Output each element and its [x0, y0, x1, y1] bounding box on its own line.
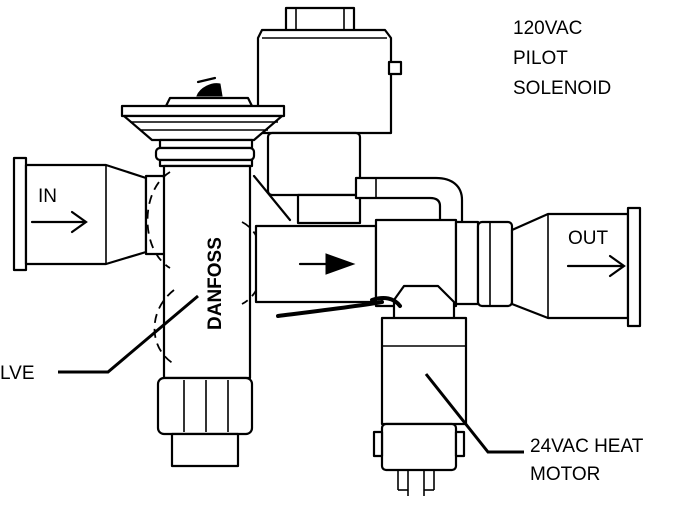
heat-motor — [372, 284, 468, 496]
heat-motor-label-line1: 24VAC HEAT — [530, 436, 644, 457]
heat-motor-leader-line — [424, 373, 524, 454]
inlet-arrow-icon — [30, 210, 88, 234]
thermostatic-head — [120, 76, 286, 168]
heat-motor-label-line2: MOTOR — [530, 464, 600, 485]
brand-label: DANFOSS — [205, 237, 226, 330]
outlet-arrow-icon — [566, 254, 626, 278]
pilot-valve-housing — [252, 131, 464, 228]
valve-leader-line — [58, 294, 199, 374]
pilot-label-line3: SOLENOID — [513, 78, 611, 99]
pilot-label-line1: 120VAC — [513, 18, 582, 39]
valve-label: LVE — [0, 363, 35, 384]
pilot-solenoid-coil — [256, 28, 403, 135]
outlet-label: OUT — [568, 228, 609, 249]
valve-bottom-nut — [156, 376, 254, 468]
flow-arrow-internal — [298, 253, 356, 275]
control-wires — [276, 296, 402, 318]
inlet-pipe — [12, 156, 168, 272]
pilot-label-line2: PILOT — [513, 48, 568, 69]
inlet-label: IN — [38, 186, 57, 207]
